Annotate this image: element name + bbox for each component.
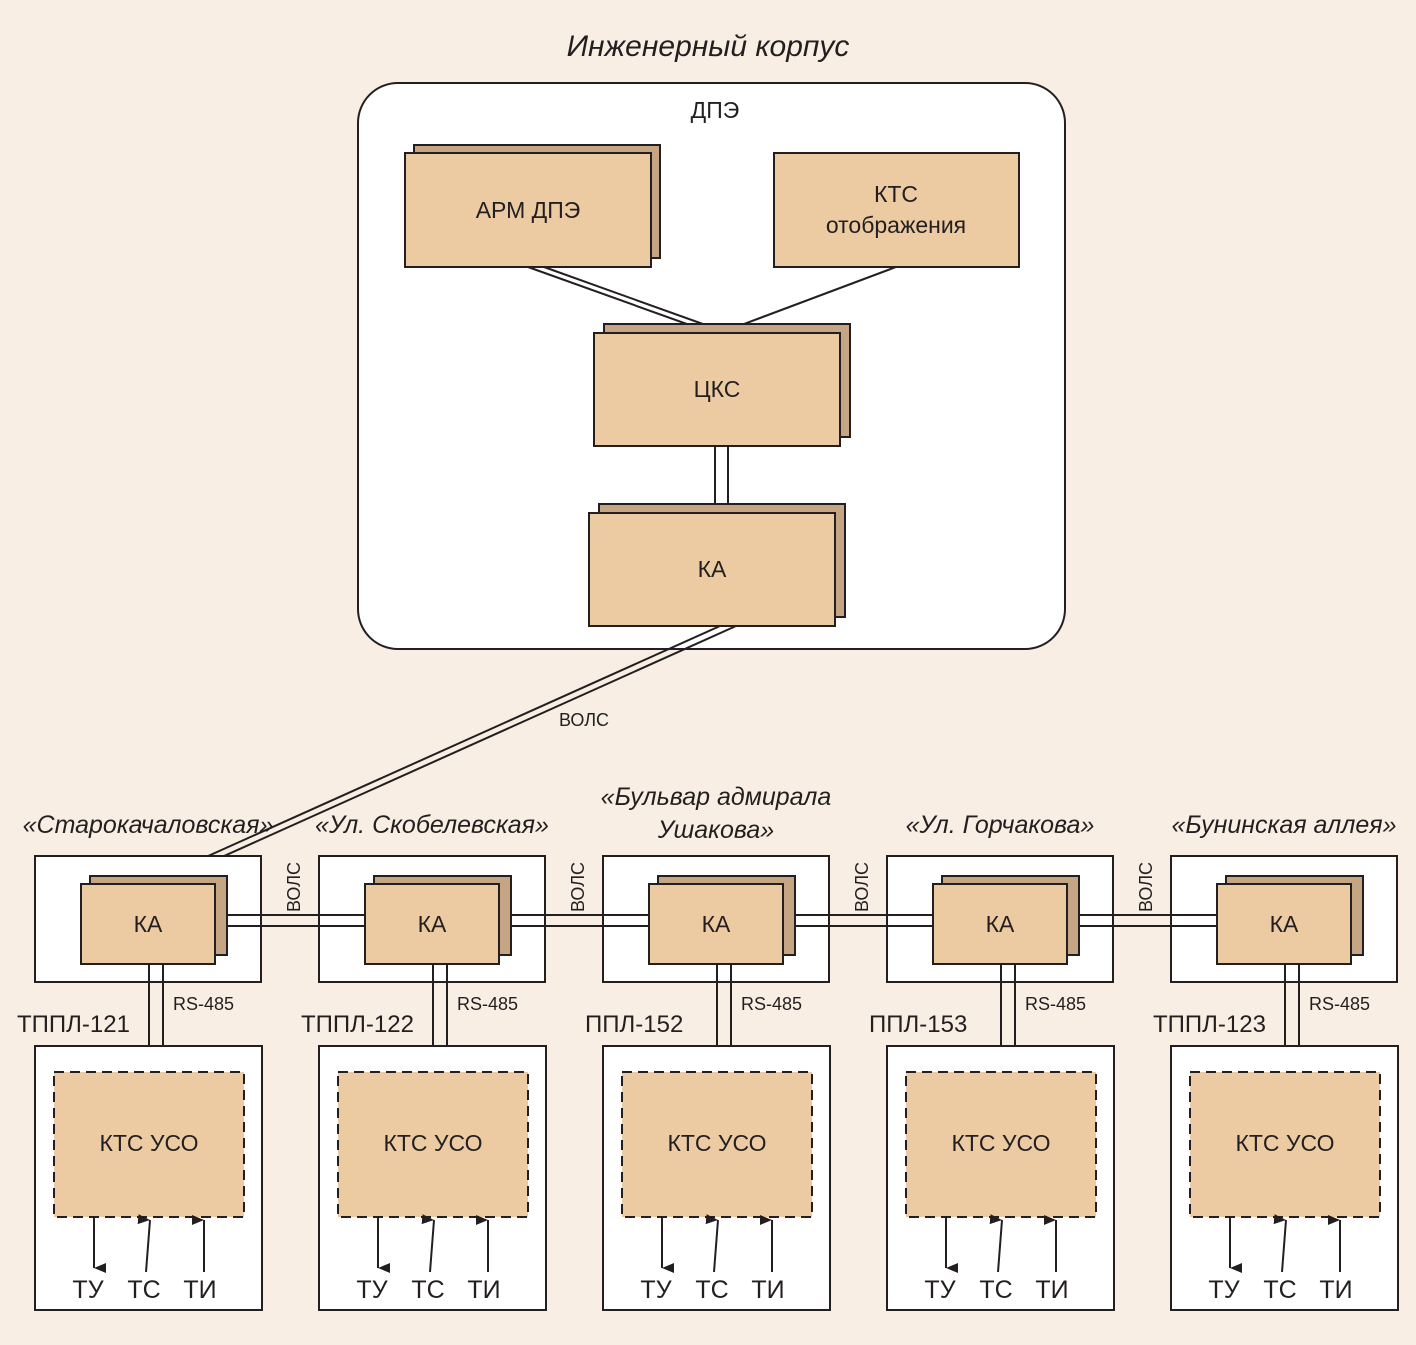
ka-box [932,883,1068,965]
kts-uso-box [337,1071,529,1218]
kts-uso-label: КТС УСО [99,1130,198,1156]
ts-arrow [1273,1214,1287,1273]
inter-link-label: ВОЛС [852,862,872,912]
inter-link-label: ВОЛС [284,862,304,912]
ts-label: ТС [411,1276,444,1304]
kts-uso-label: КТС УСО [667,1130,766,1156]
inter-link-1: ВОЛС [227,862,365,927]
tu-label: ТУ [924,1276,955,1304]
station-id: ТППЛ-123 [1153,1011,1266,1038]
inter-link-label: ВОЛС [1136,862,1156,912]
dpe-ka-label: КА [698,556,727,582]
station-id: ТППЛ-121 [17,1011,130,1038]
ti-label: ТИ [183,1276,216,1304]
ka-box [364,883,500,965]
ka-label: КА [986,911,1015,937]
station-name-line1: «Бульвар адмирала [601,783,832,811]
main-fiber-link [147,625,737,884]
station-name: «Бунинская аллея» [1171,811,1396,839]
arm-dpe-label: АРМ ДПЭ [476,197,581,223]
tu-label: ТУ [72,1276,103,1304]
dpe-label: ДПЭ [691,97,740,123]
ti-label: ТИ [467,1276,500,1304]
kts-uso-label: КТС УСО [1235,1130,1334,1156]
ts-arrow [421,1214,435,1273]
rs485-label: RS-485 [741,994,802,1014]
ka-box [1216,883,1352,965]
tu-label: ТУ [1208,1276,1239,1304]
station-name: «Ул. Горчакова» [906,811,1095,839]
station-id: ППЛ-153 [869,1011,967,1038]
ts-label: ТС [979,1276,1012,1304]
inter-link-4: ВОЛС [1079,862,1217,927]
kts-display-block: КТС отображения [773,152,1020,268]
tu-label: ТУ [356,1276,387,1304]
ka-box [648,883,784,965]
station-name: «Старокачаловская» [23,811,274,839]
inter-link-2: ВОЛС [511,862,649,927]
ts-label: ТС [1263,1276,1296,1304]
rs485-label: RS-485 [1309,994,1370,1014]
kts-display-line1: КТС [874,181,918,207]
ts-arrow [705,1214,719,1273]
rs485-label: RS-485 [173,994,234,1014]
kts-uso-box [905,1071,1097,1218]
kts-display-line2: отображения [826,212,966,238]
kts-uso-box [53,1071,245,1218]
ts-label: ТС [695,1276,728,1304]
ka-label: КА [134,911,163,937]
inter-link-label: ВОЛС [568,862,588,912]
cks-block: ЦКС [593,323,851,447]
ti-label: ТИ [751,1276,784,1304]
kts-uso-box [1189,1071,1381,1218]
kts-uso-box [621,1071,813,1218]
station-id: ТППЛ-122 [301,1011,414,1038]
station-name: «Ул. Скобелевская» [315,811,549,839]
ka-label: КА [702,911,731,937]
ts-arrow [137,1214,151,1273]
dpe-ka-block: КА [588,503,846,627]
ka-label: КА [1270,911,1299,937]
arm-dpe-block: АРМ ДПЭ [404,144,661,268]
station-name-line2: Ушакова» [657,816,774,844]
main-link-label: ВОЛС [559,710,609,730]
cks-label: ЦКС [694,376,741,402]
ts-label: ТС [127,1276,160,1304]
ti-label: ТИ [1319,1276,1352,1304]
ts-arrow [989,1214,1003,1273]
ka-label: КА [418,911,447,937]
kts-uso-label: КТС УСО [951,1130,1050,1156]
tu-label: ТУ [640,1276,671,1304]
rs485-label: RS-485 [457,994,518,1014]
dpe-links [527,266,897,513]
kts-uso-label: КТС УСО [383,1130,482,1156]
rs485-label: RS-485 [1025,994,1086,1014]
building-title: Инженерный корпус [567,30,850,63]
ti-label: ТИ [1035,1276,1068,1304]
inter-link-3: ВОЛС [795,862,933,927]
station-id: ППЛ-152 [585,1011,683,1038]
